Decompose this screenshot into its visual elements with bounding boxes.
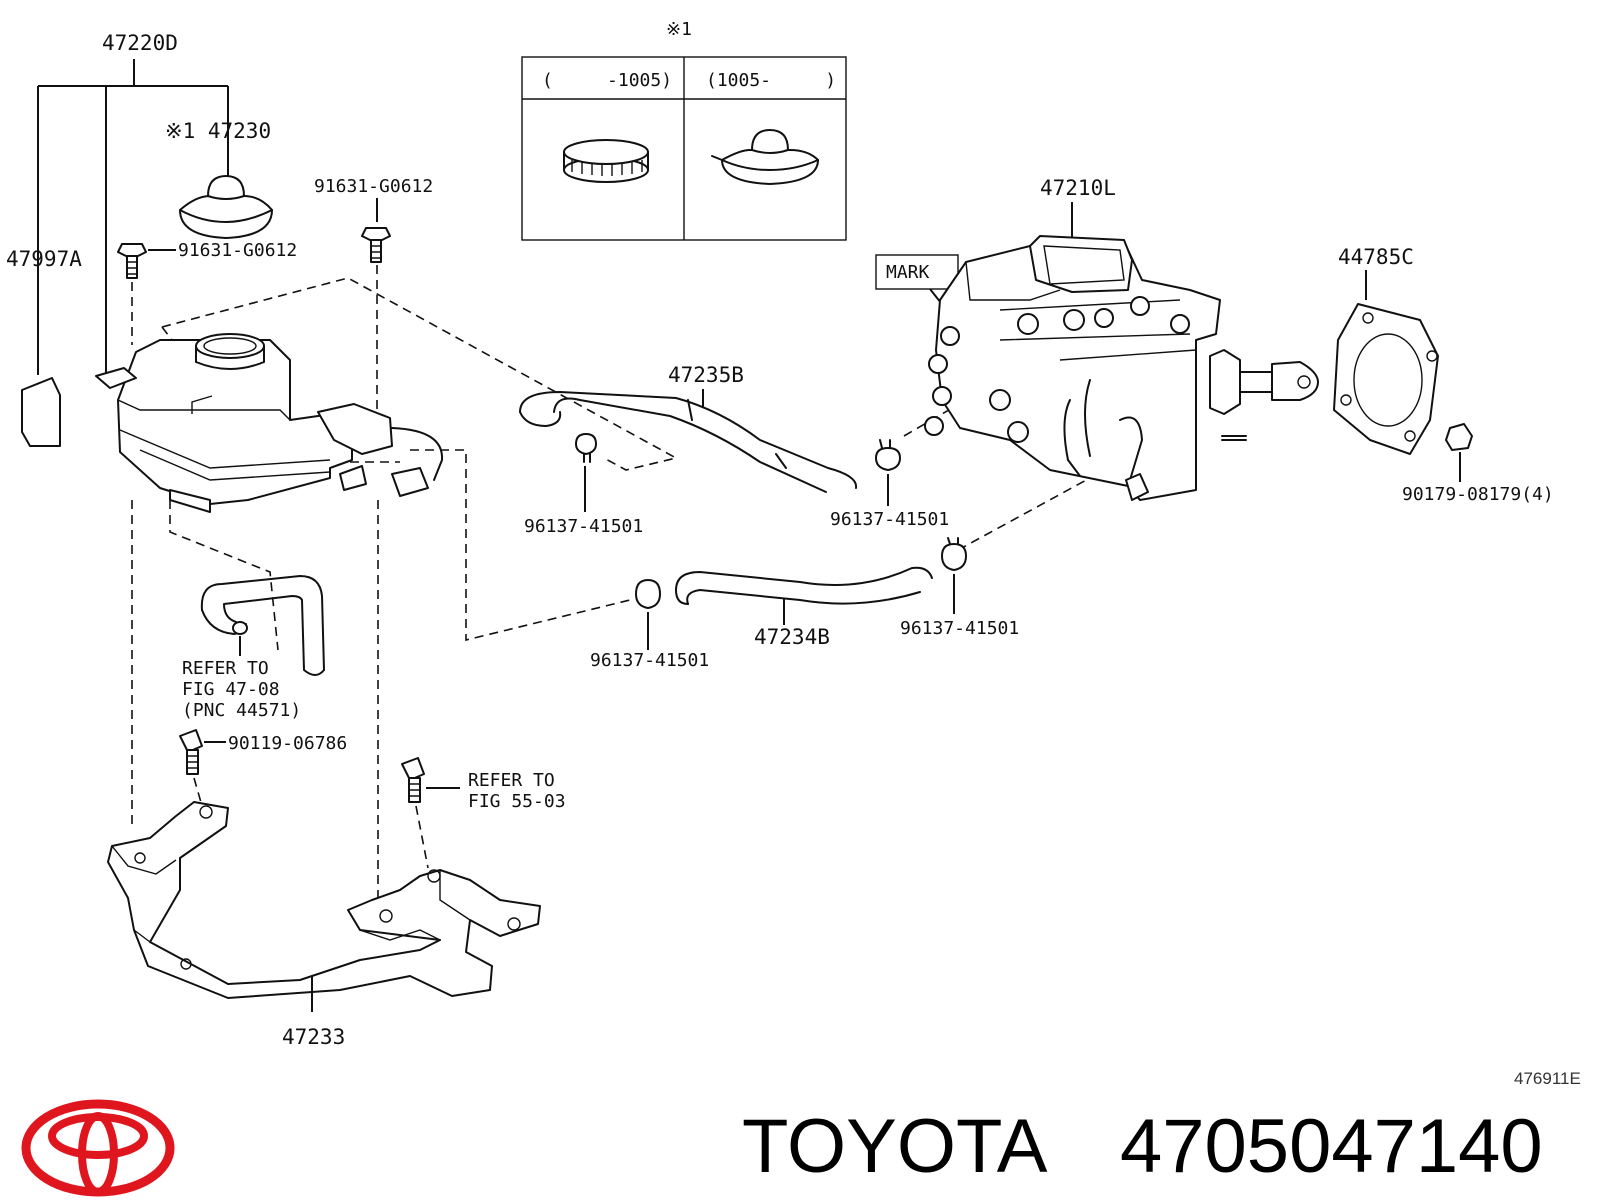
refer-47-line1: REFER TO [182,658,269,679]
bolt-90119: 90119-06786 [179,729,347,807]
inset-note: ※1 [666,19,692,40]
clamp-96137-c: 96137-41501 [590,579,709,671]
label-96137-c: 96137-41501 [590,650,709,671]
part-number: 4705047140 [1120,1104,1543,1189]
refer-47-line3: (PNC 44571) [182,700,301,721]
label-96137-d: 96137-41501 [900,618,1019,639]
clamp-96137-b: 96137-41501 [830,439,949,530]
label-90119: 90119-06786 [228,733,347,754]
caution-plate: 47997A [6,247,82,447]
label-47234B: 47234B [754,625,830,649]
bracket-47233: 47233 [107,801,541,1049]
illustration-code: 476911E [1514,1069,1581,1088]
label-96137-a: 96137-41501 [524,516,643,537]
refer-47-line2: FIG 47-08 [182,679,280,700]
hose-47235B: 47235B [519,363,858,493]
bolt-refer-55-03: REFER TO FIG 55-03 [401,757,566,869]
brand-name: TOYOTA [742,1104,1048,1189]
label-47230: ※1 47230 [165,119,271,143]
label-96137-b: 96137-41501 [830,509,949,530]
brake-actuator-assembly: 47210L MARK [875,176,1319,501]
nut-90179: 90179-08179(4) [1402,423,1554,505]
hose-47234B: 47234B [675,566,933,649]
bolt-91631-top: 91631-G0612 [314,176,433,425]
label-mark: MARK [886,262,930,283]
cap-variant-inset: ※1 ( -1005) (1005- ) [521,19,847,241]
toyota-logo [21,1099,175,1197]
refer-55-line1: REFER TO [468,770,555,791]
inset-column-left: ( -1005) [542,70,672,91]
label-47210L: 47210L [1040,176,1116,200]
label-44785C: 44785C [1338,245,1414,269]
label-90179: 90179-08179(4) [1402,484,1554,505]
label-47997A: 47997A [6,247,82,271]
clamp-96137-a: 96137-41501 [524,433,643,537]
brake-fluid-reservoir [95,333,444,513]
leader-47220D: 47220D [37,31,229,377]
label-47235B: 47235B [668,363,744,387]
label-47233: 47233 [282,1025,345,1049]
bolt-91631-left: 91631-G0612 [117,240,297,345]
domed-cap-icon [711,129,819,185]
label-91631-left: 91631-G0612 [178,240,297,261]
clamp-96137-d: 96137-41501 [900,537,1019,639]
label-47220D: 47220D [102,31,178,55]
gasket-44785C: 44785C [1333,245,1439,455]
label-91631-top: 91631-G0612 [314,176,433,197]
hose-refer-47-08: REFER TO FIG 47-08 (PNC 44571) [182,575,325,721]
reservoir-cap: ※1 47230 [165,119,273,239]
inset-column-right: (1005- ) [706,70,836,91]
flat-cap-icon [563,139,649,183]
refer-55-line2: FIG 55-03 [468,791,566,812]
